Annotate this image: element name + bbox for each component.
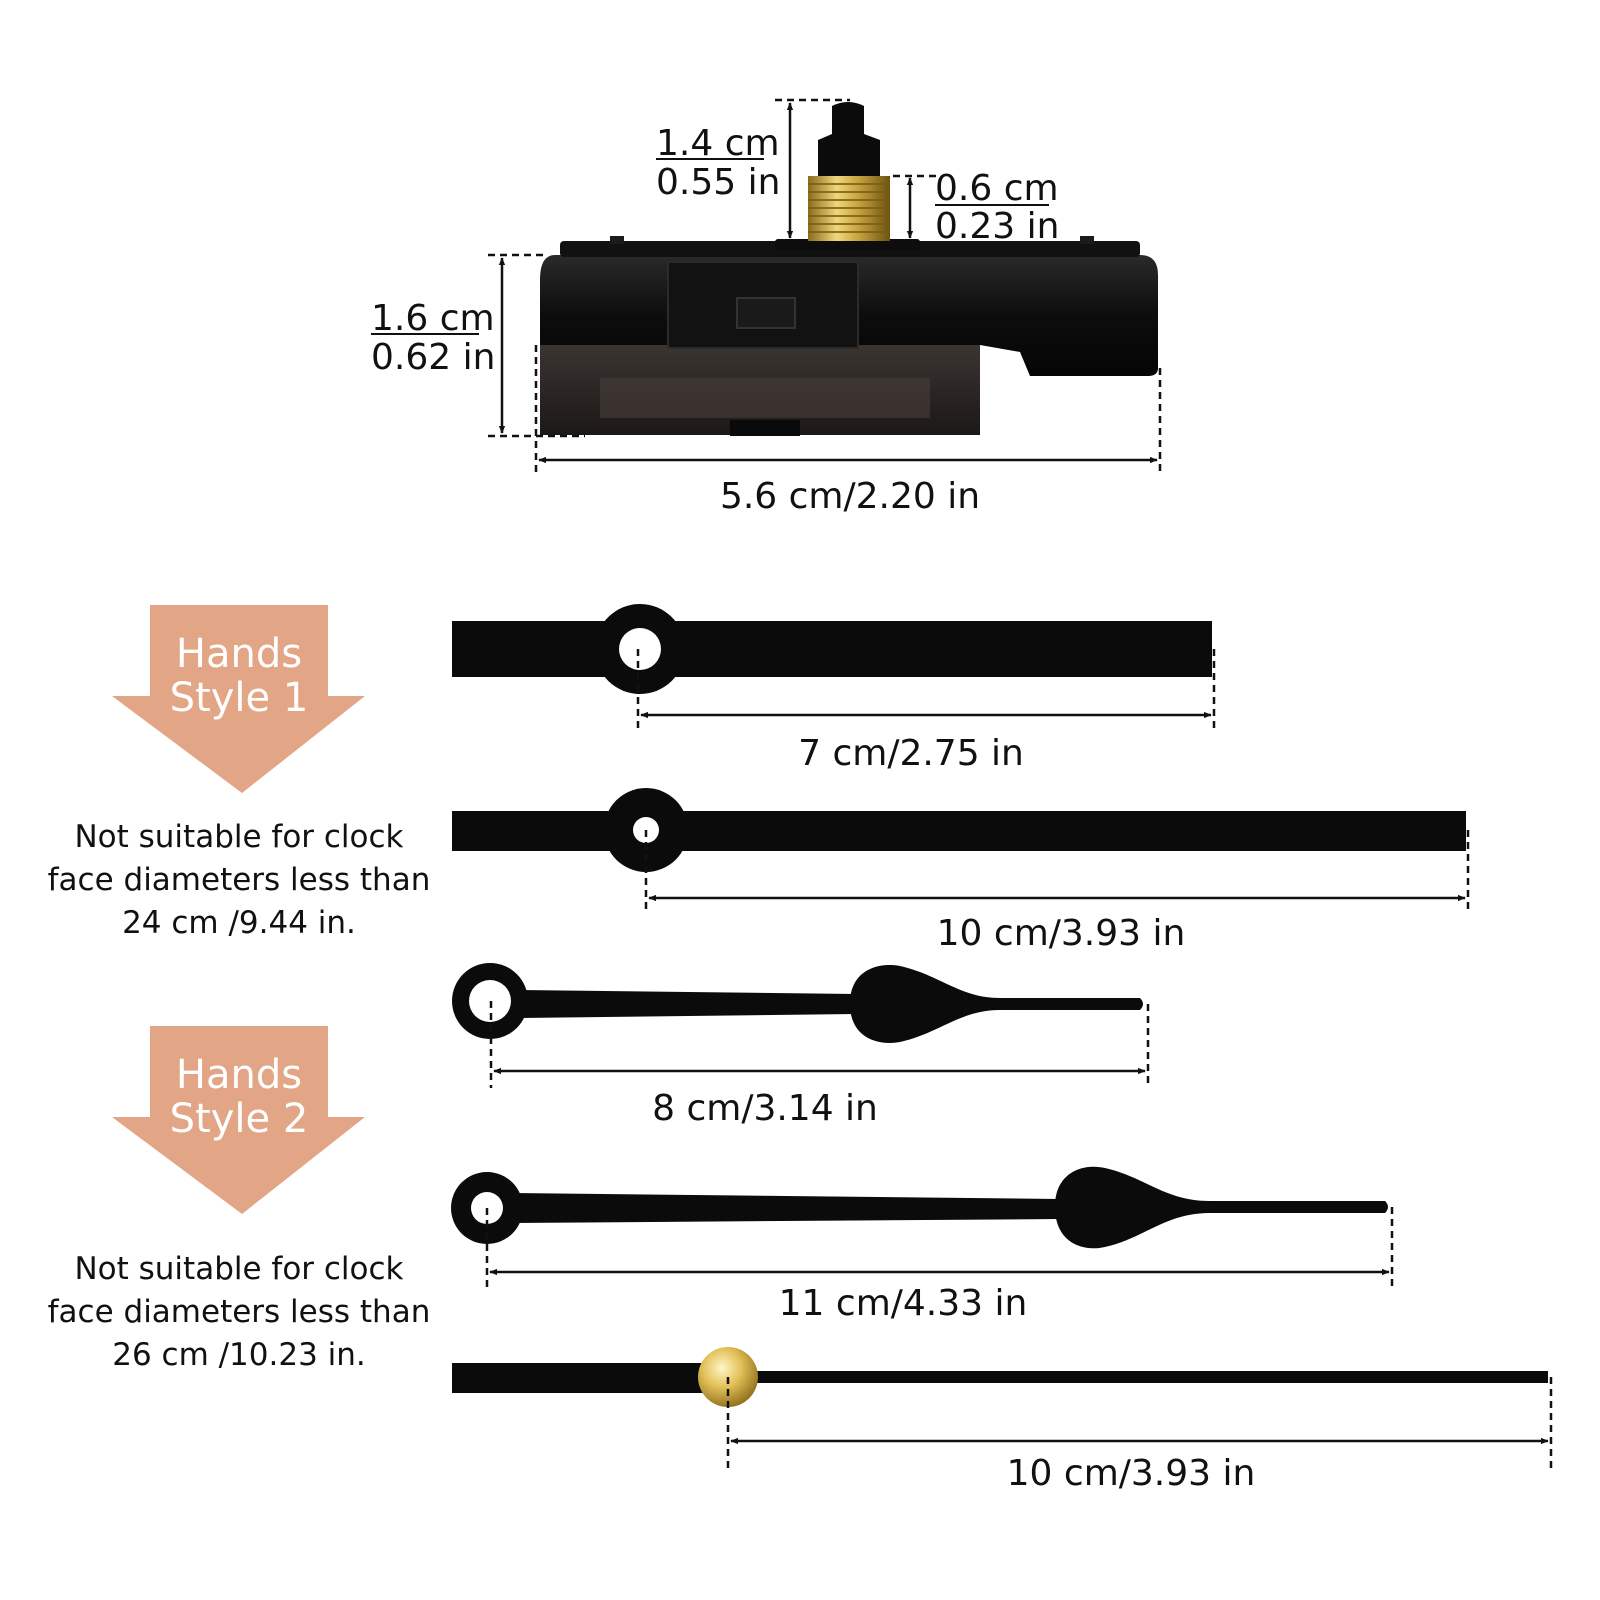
style1-badge-line1: Hands — [176, 631, 302, 677]
second-hand — [452, 1347, 1548, 1407]
style2-hour-length: 8 cm/3.14 in — [652, 1088, 878, 1129]
style1-badge: Hands Style 1 — [112, 605, 365, 793]
style1-note-line2: face diameters less than — [47, 862, 431, 898]
style1-hour-length: 7 cm/2.75 in — [798, 733, 1024, 774]
style2-note-line3: 26 cm /10.23 in. — [112, 1337, 366, 1373]
style1-hour-hand — [452, 604, 1212, 694]
style1-minute-length: 10 cm/3.93 in — [937, 913, 1186, 954]
thread-length-cm: 0.6 cm — [935, 168, 1059, 209]
shaft-length-in: 0.55 in — [656, 162, 780, 203]
movement-front-panel — [667, 261, 859, 349]
style2-badge-line2: Style 2 — [170, 1096, 309, 1142]
style2-badge-line1: Hands — [176, 1052, 302, 1098]
style2-note: Not suitable for clock face diameters le… — [24, 1248, 454, 1377]
style2-arrow-shape — [112, 1026, 365, 1214]
clock-movement — [540, 102, 1158, 436]
style1-note-line1: Not suitable for clock — [74, 819, 404, 855]
style2-note-line1: Not suitable for clock — [74, 1251, 404, 1287]
style2-hour-hand — [452, 963, 1143, 1043]
style1-badge-line2: Style 1 — [170, 675, 309, 721]
hand-dimensions — [485, 649, 1553, 1470]
style1-note-line3: 24 cm /9.44 in. — [122, 905, 356, 941]
second-hand-length: 10 cm/3.93 in — [1007, 1453, 1256, 1494]
hand-dimension-labels: 7 cm/2.75 in 10 cm/3.93 in 8 cm/3.14 in … — [652, 733, 1255, 1494]
black-shaft — [818, 102, 880, 176]
thread-length-in: 0.23 in — [935, 206, 1059, 247]
movement-tray-slot — [730, 420, 800, 436]
style1-arrow-shape — [112, 605, 365, 793]
movement-tray-gears — [600, 378, 930, 418]
shaft-base-washer — [775, 239, 920, 251]
movement-window — [736, 297, 796, 329]
movement-dimension-labels: 1.4 cm 0.55 in 0.6 cm 0.23 in 1.6 cm 0.6… — [371, 123, 1059, 517]
brass-thread-ridges — [808, 183, 890, 233]
body-height-cm: 1.6 cm — [371, 298, 495, 339]
body-height-in: 0.62 in — [371, 337, 495, 378]
movement-dimensions — [371, 98, 1162, 476]
shaft-length-cm: 1.4 cm — [656, 123, 780, 164]
style1-note: Not suitable for clock face diameters le… — [24, 816, 454, 945]
style1-minute-hand — [452, 788, 1466, 872]
style2-minute-hand — [451, 1166, 1388, 1249]
body-width-label: 5.6 cm/2.20 in — [720, 476, 980, 517]
movement-screw-left — [610, 236, 624, 244]
movement-screw-right — [1080, 236, 1094, 244]
style2-badge: Hands Style 2 — [112, 1026, 365, 1214]
style2-minute-length: 11 cm/4.33 in — [779, 1283, 1028, 1324]
style2-note-line2: face diameters less than — [47, 1294, 431, 1330]
